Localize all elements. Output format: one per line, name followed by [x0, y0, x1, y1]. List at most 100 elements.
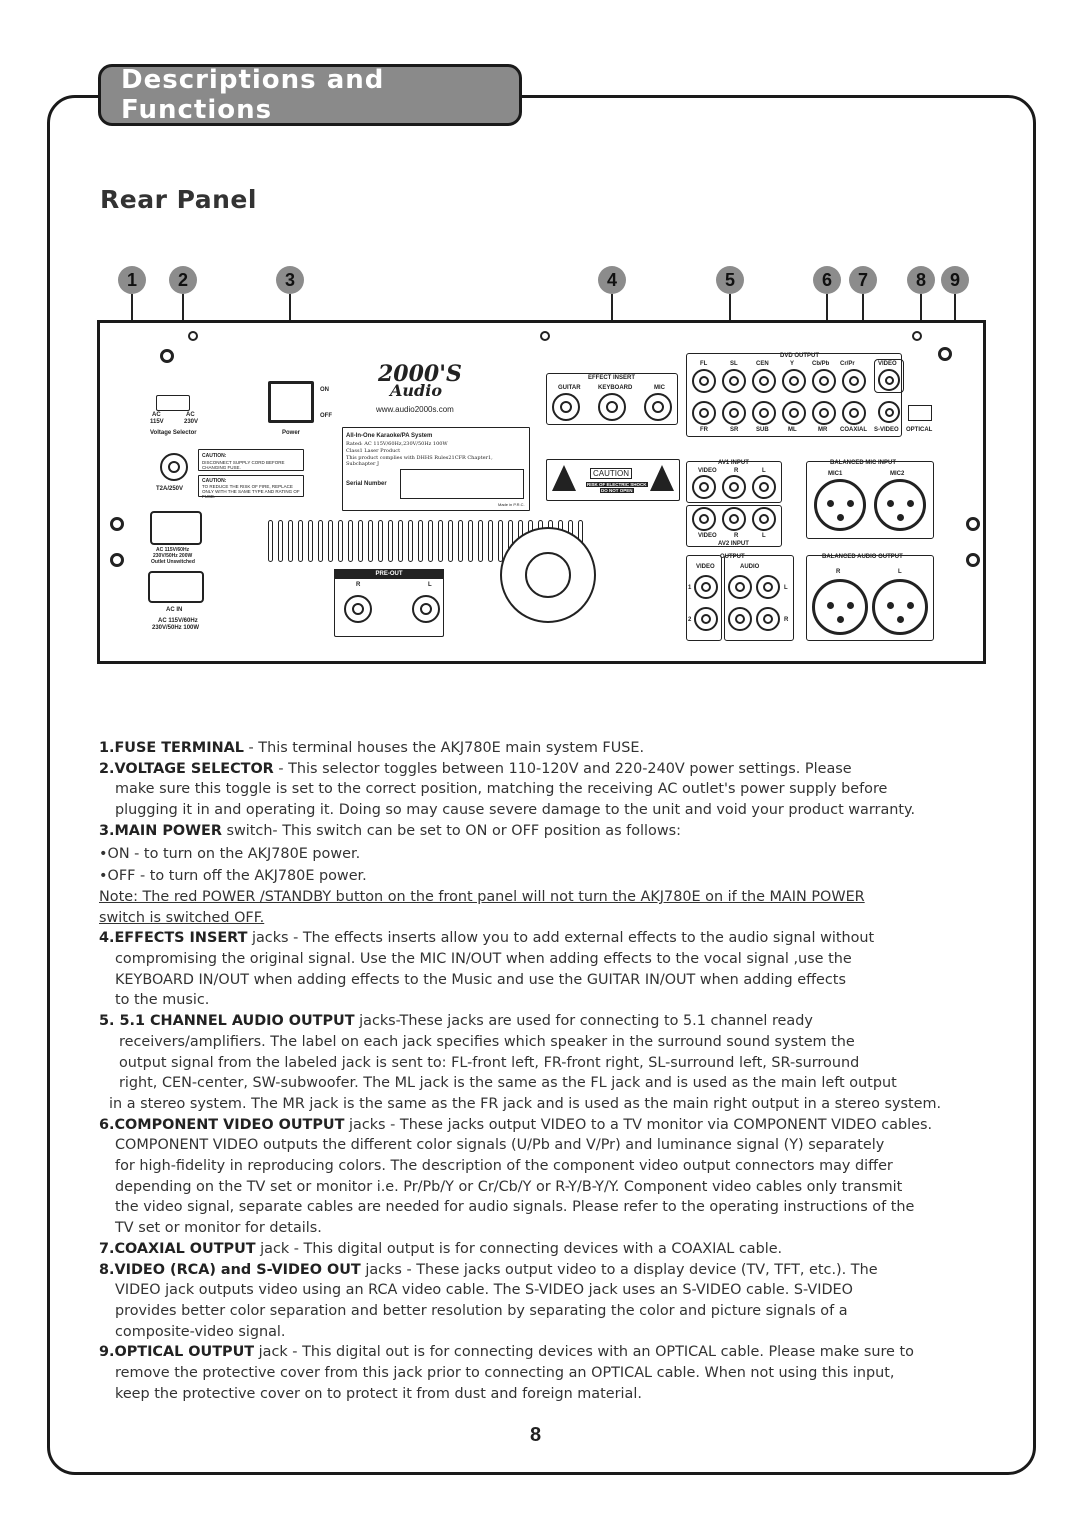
av2-l-jack[interactable] — [752, 507, 776, 531]
output-row-1: 1 — [688, 585, 692, 591]
output2-r-jack[interactable] — [756, 607, 780, 631]
component-video-line4: depending on the TV set or monitor i.e. … — [115, 1178, 903, 1195]
made-in: Made in P.R.C. — [498, 502, 525, 507]
output-audio-label: AUDIO — [740, 564, 760, 570]
cbpb-jack[interactable] — [812, 369, 836, 393]
balanced-l-xlr-output[interactable] — [872, 579, 928, 635]
item-optical-output: 9.OPTICAL OUTPUT jack - This digital out… — [99, 1344, 914, 1361]
mr-jack[interactable] — [812, 401, 836, 425]
effects-insert-line4: to the music. — [115, 992, 210, 1009]
channel-audio-line4: right, CEN-center, SW-subwoofer. The ML … — [119, 1075, 897, 1092]
ac-outlet[interactable] — [150, 511, 202, 545]
vent-slot — [468, 520, 473, 562]
caution2-title: CAUTION: — [202, 478, 227, 484]
fr-label: FR — [700, 427, 708, 433]
power-off-label: OFF — [320, 413, 332, 419]
av2-r-jack[interactable] — [722, 507, 746, 531]
output-video-label: VIDEO — [696, 564, 715, 570]
output1-l-jack[interactable] — [756, 575, 780, 599]
screw — [966, 553, 980, 567]
balanced-mic-panel — [806, 461, 934, 539]
component-video-line3: for high-fidelity in reproducing colors.… — [115, 1158, 893, 1175]
voltage-selector-switch[interactable] — [156, 395, 190, 411]
fl-jack[interactable] — [692, 369, 716, 393]
power-switch[interactable] — [268, 381, 314, 423]
voltage-selector-line3: plugging it in and operating it. Doing s… — [115, 802, 916, 819]
laser: Class1 Laser Product — [346, 448, 401, 454]
vent-slot — [318, 520, 323, 562]
fr-jack[interactable] — [692, 401, 716, 425]
mic1-xlr-input[interactable] — [814, 479, 866, 531]
mic1-label: MIC1 — [828, 471, 843, 477]
item-effects-insert: 4.EFFECTS INSERT jacks - The effects ins… — [99, 930, 875, 947]
coaxial-jack[interactable] — [842, 401, 866, 425]
output1-r-jack[interactable] — [728, 575, 752, 599]
voltage-selector-line2: make sure this toggle is set to the corr… — [115, 781, 888, 798]
output-label: OUTPUT — [720, 554, 745, 560]
fl-label: FL — [700, 361, 708, 367]
item-voltage-selector: 2.VOLTAGE SELECTOR - This selector toggl… — [99, 760, 852, 777]
optical-jack[interactable] — [908, 405, 932, 421]
cen-jack[interactable] — [752, 369, 776, 393]
fuse-holder[interactable] — [160, 453, 188, 481]
mic2-xlr-input[interactable] — [874, 479, 926, 531]
pre-out-l-jack[interactable] — [412, 595, 440, 623]
output2-video-jack[interactable] — [694, 607, 718, 631]
note-line1: Note: The red POWER /STANDBY button on t… — [99, 888, 865, 905]
caution-label-panel — [546, 459, 680, 501]
balanced-l-label: L — [898, 569, 902, 575]
mic2-label: MIC2 — [890, 471, 905, 477]
sub-jack[interactable] — [752, 401, 776, 425]
channel-audio-line2: receivers/amplifiers. The label on each … — [119, 1033, 855, 1050]
dvd-output-label: DVD OUTPUT — [780, 353, 819, 359]
av2-video-jack[interactable] — [692, 507, 716, 531]
guitar-jack[interactable] — [552, 393, 580, 421]
note-line2: switch is switched OFF. — [99, 909, 265, 926]
cooling-fan — [500, 527, 596, 623]
optical-label: OPTICAL — [906, 427, 933, 433]
s-video-jack[interactable] — [878, 401, 900, 423]
vent-slot — [328, 520, 333, 562]
screw — [110, 517, 124, 531]
complies: This product complies with DHHS Rules21C… — [346, 455, 493, 467]
video-jack[interactable] — [878, 369, 900, 391]
ac-in-socket[interactable] — [148, 571, 204, 603]
output2-l-jack[interactable] — [728, 607, 752, 631]
av1-l-jack[interactable] — [752, 475, 776, 499]
video-box — [874, 359, 904, 393]
output1-video-jack[interactable] — [694, 575, 718, 599]
screw — [938, 347, 952, 361]
component-video-line2: COMPONENT VIDEO outputs the different co… — [115, 1137, 885, 1154]
effect-insert-panel — [546, 373, 678, 425]
system-title: All-In-One Karaoke/PA System — [346, 433, 433, 439]
cbpb-label: Cb/Pb — [812, 361, 830, 367]
crpr-jack[interactable] — [842, 369, 866, 393]
coaxial-label: COAXIAL — [840, 427, 867, 433]
keyboard-jack[interactable] — [598, 393, 626, 421]
callout-2: 2 — [169, 266, 197, 294]
av2-r-label: R — [734, 533, 739, 539]
sl-jack[interactable] — [722, 369, 746, 393]
mic-jack[interactable] — [644, 393, 672, 421]
keyboard-label: KEYBOARD — [598, 385, 633, 391]
ml-jack[interactable] — [782, 401, 806, 425]
fuse-rating: T2A/250V — [156, 486, 184, 492]
vent-slot — [358, 520, 363, 562]
optical-output-line3: keep the protective cover on to protect … — [115, 1385, 642, 1402]
pre-out-r-jack[interactable] — [344, 595, 372, 623]
lightning-warning-icon — [552, 465, 576, 491]
y-jack[interactable] — [782, 369, 806, 393]
guitar-label: GUITAR — [558, 385, 581, 391]
rated: Rated: AC 115V/60Hz,230V/50Hz 100W — [346, 441, 448, 447]
sr-jack[interactable] — [722, 401, 746, 425]
vent-slot — [268, 520, 273, 562]
video-label: VIDEO — [878, 361, 897, 367]
item-channel-audio-output: 5. 5.1 CHANNEL AUDIO OUTPUT jacks-These … — [99, 1013, 813, 1030]
av1-video-jack[interactable] — [692, 475, 716, 499]
serial-box — [400, 469, 524, 499]
balanced-r-xlr-output[interactable] — [812, 579, 868, 635]
av1-r-jack[interactable] — [722, 475, 746, 499]
output2-r-label: R — [784, 617, 789, 623]
vent-slot — [498, 520, 503, 562]
callout-3: 3 — [276, 266, 304, 294]
